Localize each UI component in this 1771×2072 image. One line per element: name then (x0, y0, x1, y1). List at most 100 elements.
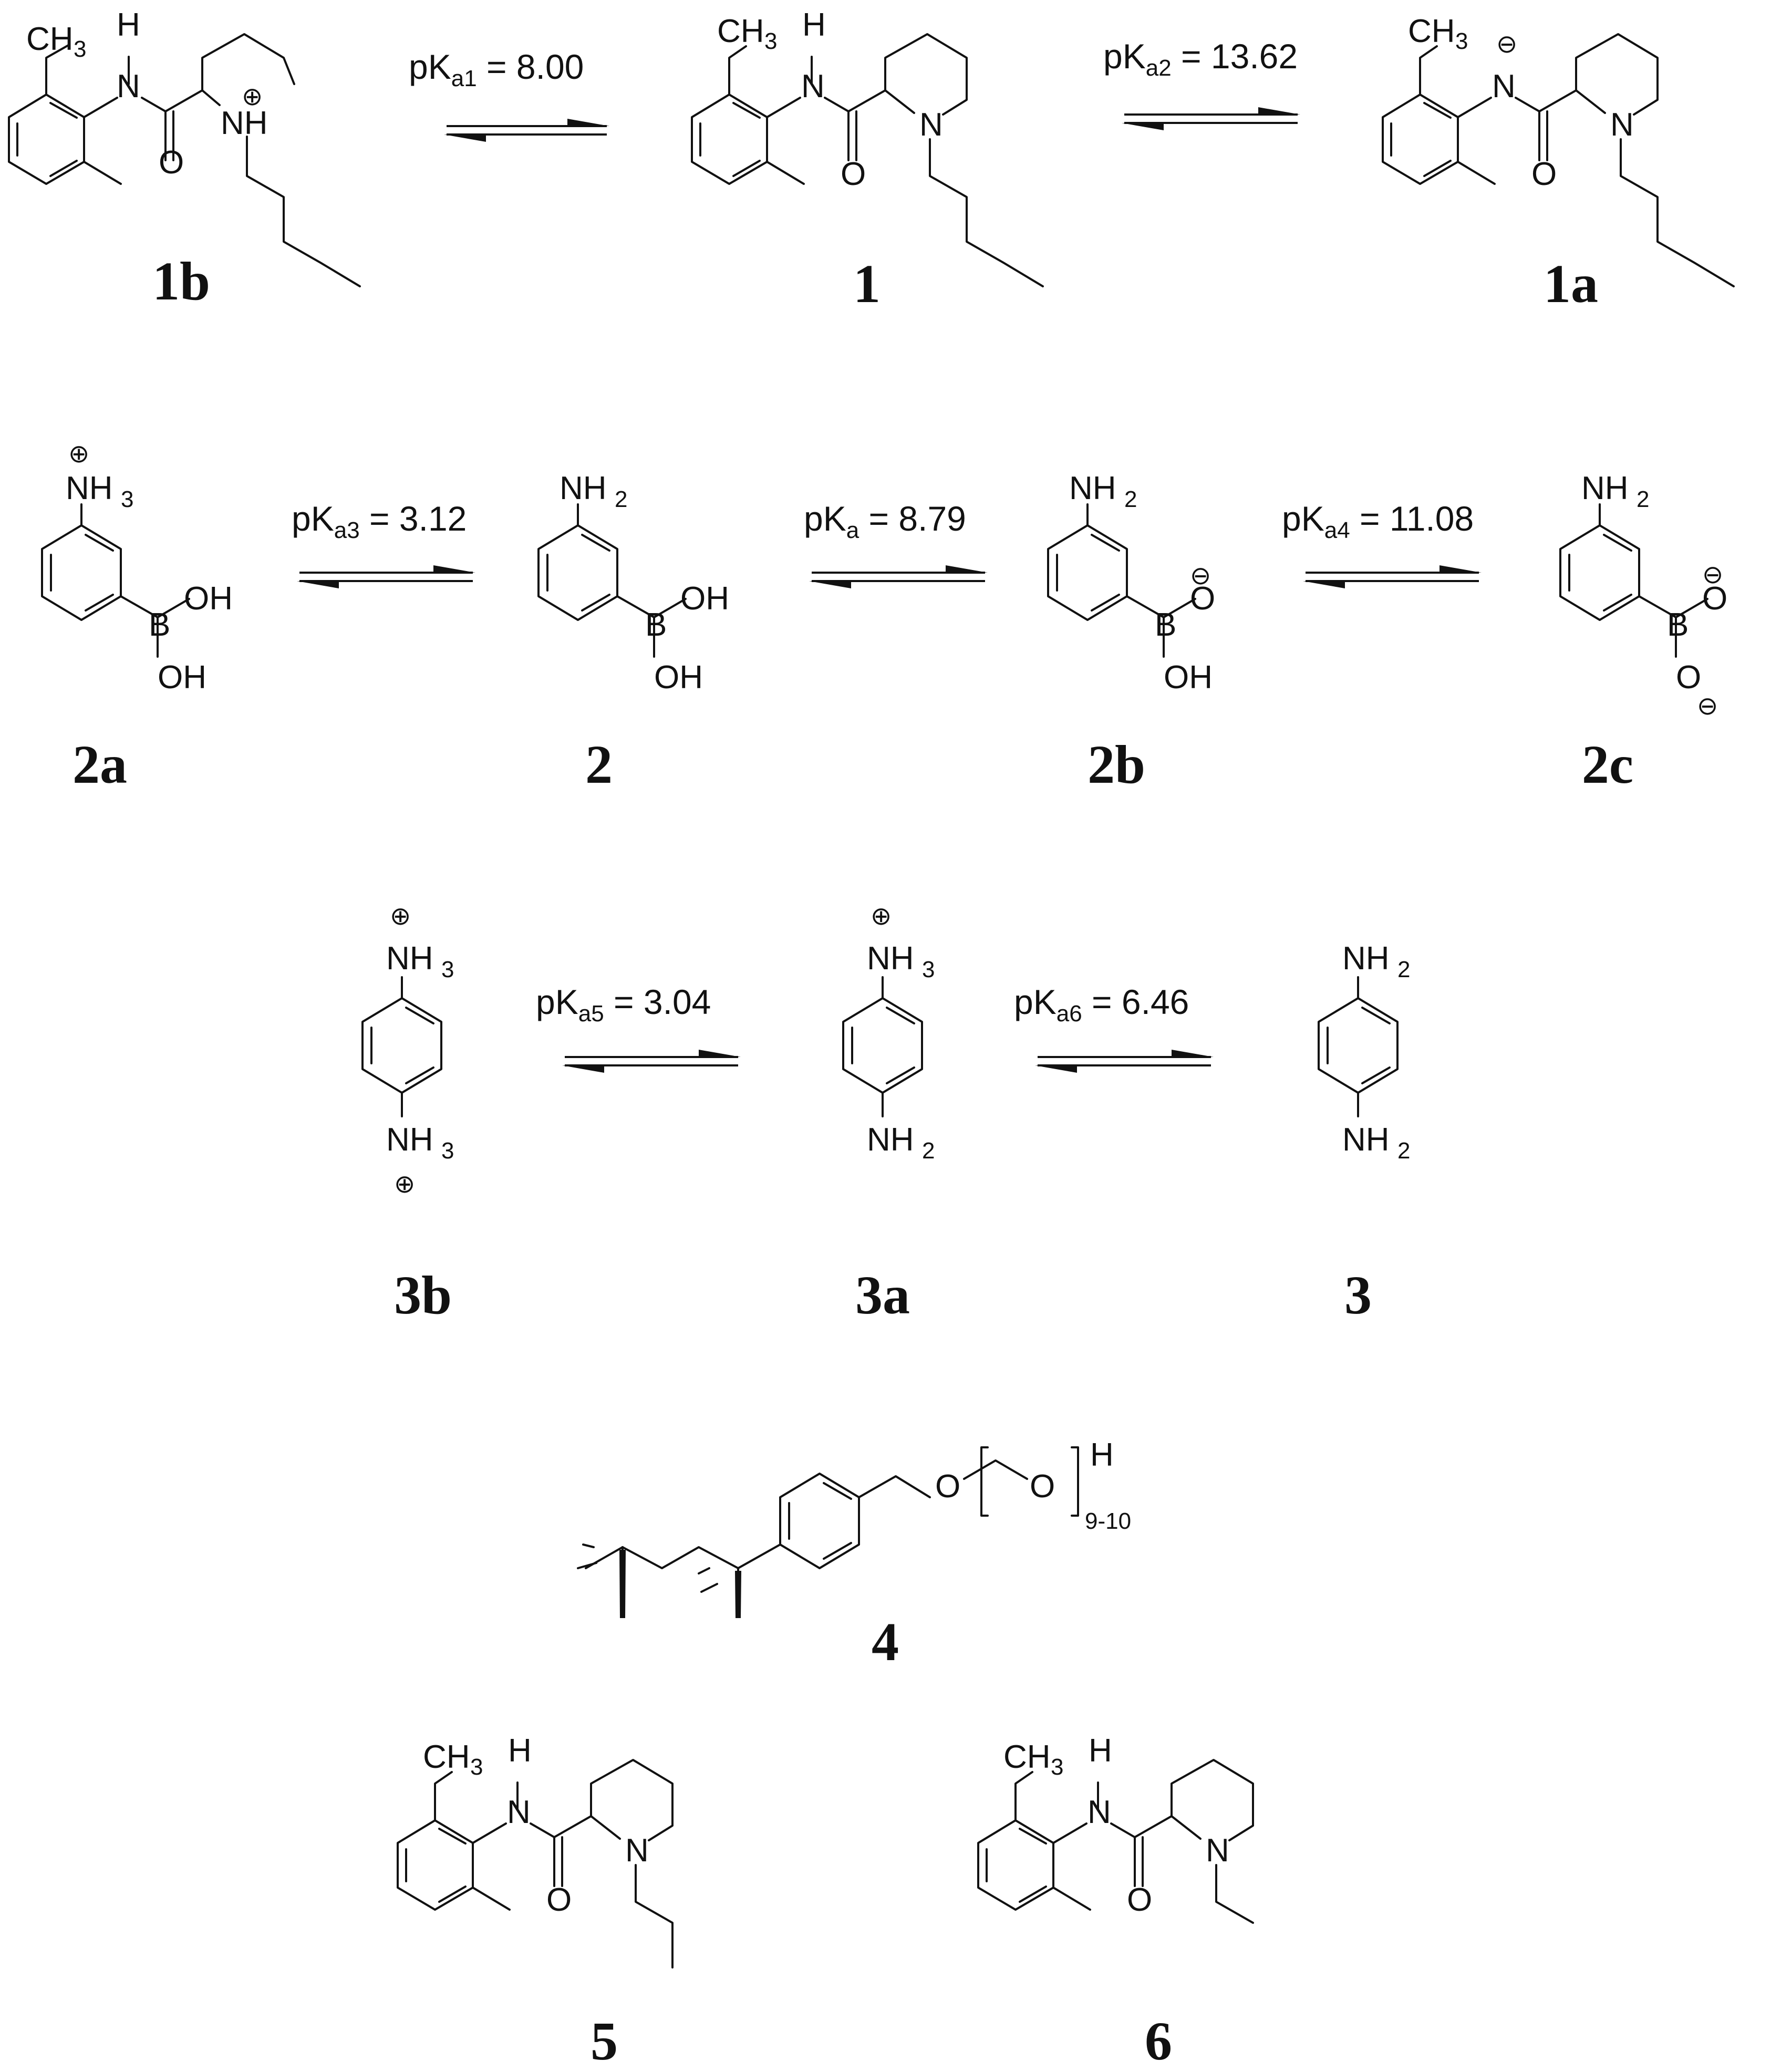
amide-n-label: N (1492, 68, 1516, 105)
nh3-subscript: 3 (441, 1138, 454, 1164)
ammonium-label: NH (386, 940, 433, 977)
nh3-subscript: 3 (922, 957, 935, 982)
boron-label: B (1155, 607, 1176, 643)
nh2-subscript: 2 (1124, 486, 1137, 512)
nh2-subscript: 2 (1397, 1138, 1410, 1164)
ch3-label: CH (26, 21, 74, 57)
piperidinium-nh-label: NH (221, 105, 268, 141)
carbonyl-o-label: O (159, 144, 184, 181)
compound-label-2a: 2a (73, 734, 127, 795)
ether-o-label: O (1030, 1468, 1055, 1505)
compound-label-3b: 3b (394, 1265, 452, 1325)
compound-label-2b: 2b (1088, 734, 1145, 795)
minus-charge-icon: ⊖ (1702, 561, 1723, 589)
pka4-label: pKa4 = 11.08 (1282, 499, 1474, 543)
molecule-1a (1382, 33, 1735, 287)
minus-charge-icon: ⊖ (1190, 562, 1211, 590)
compound-label-3: 3 (1344, 1265, 1372, 1325)
oxide-label: O (1190, 581, 1215, 617)
molecule-3a (842, 976, 923, 1117)
pka3-label: pKa3 = 3.12 (292, 499, 467, 543)
hydroxyl-label: OH (1164, 659, 1213, 696)
piperidine-n-label: N (919, 107, 943, 143)
piperidine-n-label: N (1206, 1832, 1229, 1869)
molecule-2 (537, 503, 687, 658)
equilibrium-pka5: pKa5 = 3.04 (536, 982, 741, 1073)
molecule-3 (1318, 976, 1399, 1117)
nh2-subscript: 2 (615, 486, 627, 512)
amide-n-label: N (1088, 1794, 1111, 1830)
hydroxyl-label: OH (654, 659, 703, 696)
ch3-subscript: 3 (470, 1754, 483, 1780)
boron-label: B (149, 607, 170, 643)
oxide-label: O (1676, 659, 1701, 696)
amide-h-label: H (117, 7, 140, 43)
terminal-h-label: H (1090, 1437, 1114, 1473)
boron-label: B (645, 607, 667, 643)
amide-h-label: H (802, 7, 826, 43)
plus-charge-icon: ⊕ (394, 1170, 415, 1198)
amide-h-label: H (1089, 1733, 1112, 1769)
compound-label-4: 4 (872, 1612, 899, 1672)
plus-charge-icon: ⊕ (242, 83, 263, 111)
piperidine-n-label: N (625, 1832, 649, 1869)
amine-label: NH (560, 470, 607, 506)
amine-label: NH (1581, 470, 1629, 506)
amine-label: NH (1342, 940, 1390, 977)
compound-label-2: 2 (585, 734, 613, 795)
nh3-subscript: 3 (441, 957, 454, 982)
equilibrium-pka6: pKa6 = 6.46 (1014, 982, 1214, 1073)
piperidine-n-label: N (1610, 107, 1634, 143)
equilibrium-pka1: pKa1 = 8.00 (409, 47, 609, 142)
nh2-subscript: 2 (1637, 486, 1649, 512)
molecule-2a (41, 503, 190, 658)
equilibrium-pka4: pKa4 = 11.08 (1282, 499, 1482, 588)
carbonyl-o-label: O (1531, 156, 1557, 192)
molecule-2b (1047, 503, 1196, 658)
amide-h-label: H (508, 1733, 532, 1769)
amine-label: NH (1069, 470, 1116, 506)
hydroxyl-label: OH (184, 581, 233, 617)
pka2-label: pKa2 = 13.62 (1103, 37, 1298, 81)
hydroxyl-label: OH (158, 659, 206, 696)
ch3-subscript: 3 (764, 28, 777, 54)
molecule-3b (361, 976, 442, 1117)
compound-label-5: 5 (591, 2011, 618, 2071)
plus-charge-icon: ⊕ (390, 903, 411, 930)
nh2-subscript: 2 (1397, 957, 1410, 982)
plus-charge-icon: ⊕ (871, 903, 892, 930)
ammonium-label: NH (386, 1122, 433, 1158)
equilibrium-pka2: pKa2 = 13.62 (1103, 37, 1300, 130)
plus-charge-icon: ⊕ (68, 440, 89, 468)
molecule-4 (577, 1446, 1079, 1618)
pka-label: pKa = 8.79 (804, 499, 966, 543)
compound-label-1a: 1a (1544, 254, 1598, 314)
ch3-label: CH (423, 1739, 470, 1775)
compound-label-1b: 1b (152, 251, 210, 312)
molecule-1b (8, 33, 361, 287)
carbonyl-o-label: O (546, 1882, 572, 1918)
pka1-label: pKa1 = 8.00 (409, 47, 584, 91)
oxide-label: O (1702, 581, 1727, 617)
hydroxyl-label: OH (680, 581, 729, 617)
nh2-subscript: 2 (922, 1138, 935, 1164)
equilibrium-pka3: pKa3 = 3.12 (292, 499, 475, 588)
ch3-label: CH (717, 13, 764, 49)
amide-n-label: N (801, 68, 825, 105)
ch3-subscript: 3 (1455, 28, 1468, 54)
pka6-label: pKa6 = 6.46 (1014, 982, 1189, 1027)
ether-o-label: O (935, 1468, 960, 1505)
compound-label-2c: 2c (1582, 734, 1633, 795)
molecule-1 (691, 33, 1044, 287)
ch3-subscript: 3 (74, 36, 86, 62)
molecule-5 (397, 1759, 674, 1969)
ch3-label: CH (1003, 1739, 1051, 1775)
minus-charge-icon: ⊖ (1496, 30, 1517, 58)
ammonium-label: NH (66, 470, 113, 506)
nh3-subscript: 3 (121, 486, 133, 512)
boron-label: B (1667, 607, 1689, 643)
minus-charge-icon: ⊖ (1697, 692, 1718, 720)
carbonyl-o-label: O (841, 156, 866, 192)
amine-label: NH (867, 1122, 914, 1158)
